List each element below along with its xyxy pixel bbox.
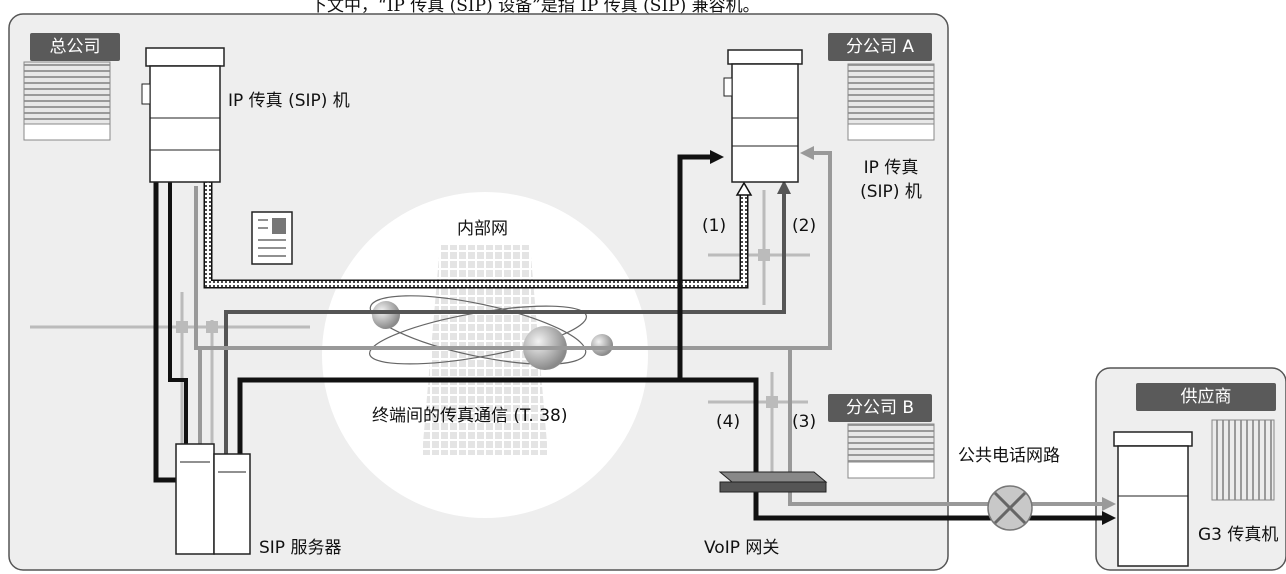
branch-b-tag: 分公司 B	[828, 394, 932, 422]
route-2-path	[224, 190, 786, 480]
head-office-fax-label: IP 传真 (SIP) 机	[228, 91, 350, 111]
pstn-symbol	[987, 485, 1033, 531]
route-3-path	[194, 151, 832, 350]
branch-a-tag: 分公司 A	[828, 33, 932, 61]
route-2-arrowhead	[777, 180, 791, 194]
top-note: 下文中，“IP 传真 (SIP) 设备”是指 IP 传真 (SIP) 兼容机。	[310, 0, 760, 16]
sip-server	[175, 443, 251, 555]
route-4-label: (4)	[716, 412, 741, 432]
branch-a-building	[847, 63, 935, 141]
atom-sphere-right	[591, 334, 613, 356]
head-office-fax-machine	[141, 47, 225, 183]
route-1-label: (1)	[702, 216, 727, 236]
document-icon	[251, 211, 293, 265]
head-office-building	[23, 61, 111, 141]
route-3-arrowhead	[800, 146, 814, 160]
supplier-building	[1211, 419, 1275, 501]
t38-label: 终端间的传真通信 (T. 38)	[372, 406, 568, 426]
atom-sphere-left	[372, 301, 400, 329]
pstn-label: 公共电话网路	[958, 446, 1060, 466]
route-4-path	[153, 154, 714, 483]
branch-b-building	[847, 423, 935, 479]
sip-server-label: SIP 服务器	[259, 538, 342, 558]
branch-a-fax-machine	[723, 49, 803, 183]
g3-fax-label: G3 传真机	[1198, 525, 1279, 545]
voip-gateway-label: VoIP 网关	[704, 538, 780, 558]
route-1-arrowhead	[735, 181, 753, 196]
branch-a-fax-label-line1: IP 传真	[863, 158, 919, 178]
supplier-tag: 供应商	[1136, 383, 1276, 411]
voip-gateway-device	[718, 471, 828, 493]
branch-a-fax-label-line2: (SIP) 机	[860, 182, 922, 202]
route-2-label: (2)	[792, 216, 817, 236]
intranet-label: 内部网	[457, 219, 508, 239]
route-4-arrowhead	[710, 150, 724, 164]
route-3-label: (3)	[792, 412, 817, 432]
head-office-tag: 总公司	[30, 33, 120, 61]
g3-fax-machine	[1113, 431, 1193, 567]
